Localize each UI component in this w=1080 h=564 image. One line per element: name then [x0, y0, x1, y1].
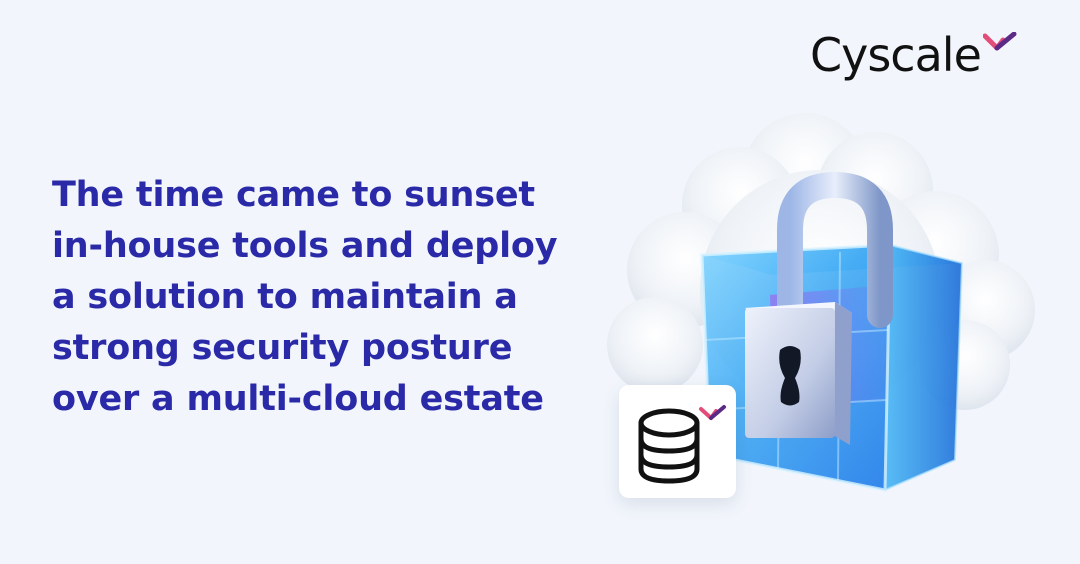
cyscale-logo: Cyscale [810, 24, 1017, 86]
padlock-shackle [777, 171, 893, 338]
headline: The time came to sunset in-house tools a… [52, 170, 558, 425]
database-card [619, 385, 736, 498]
headline-line: strong security posture [52, 328, 513, 368]
cloud-padlock-illustration [607, 113, 1035, 492]
headline-line: in-house tools and deploy [52, 226, 558, 266]
headline-line: over a multi-cloud estate [52, 379, 544, 419]
database-icon [638, 405, 726, 484]
logo-check-icon [982, 32, 1017, 51]
logo-wordmark: Cyscale [810, 28, 982, 82]
padlock-icon [745, 302, 852, 445]
headline-line: The time came to sunset [52, 175, 535, 215]
headline-line: a solution to maintain a [52, 277, 518, 317]
